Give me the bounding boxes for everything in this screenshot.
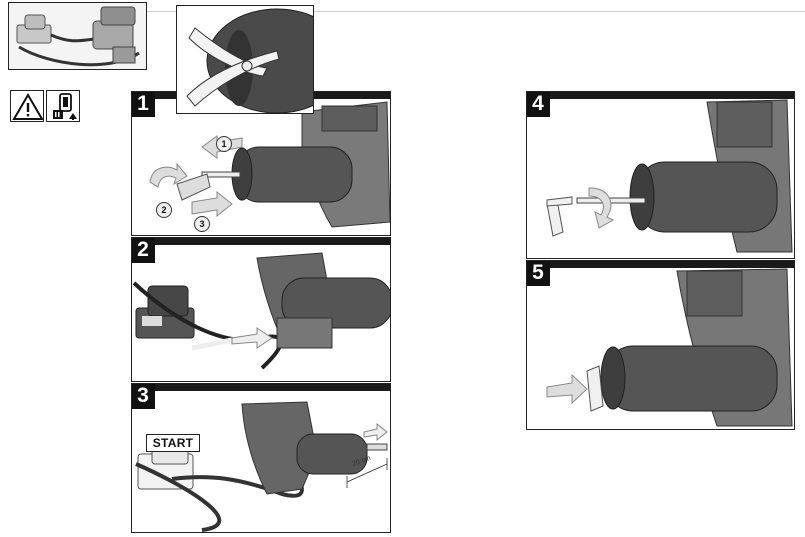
step-panel-5: 5 [526, 260, 795, 430]
step-number-5: 5 [527, 261, 550, 286]
panel-header-bar [527, 261, 794, 268]
step1-illustration [149, 101, 390, 228]
callout-3: 3 [194, 216, 210, 232]
step-panel-2: 2 [131, 237, 391, 382]
panel-header-bar [132, 384, 390, 391]
start-label: START [146, 434, 200, 452]
step1-zoom-illustration [177, 6, 313, 113]
step-number-2: 2 [132, 238, 155, 263]
overview-illustration [9, 3, 146, 69]
step-panel-4: 4 [526, 91, 795, 259]
step3-illustration [135, 401, 388, 532]
step-number-1: 1 [132, 92, 155, 117]
panel-header-bar [132, 238, 390, 245]
step-number-4: 4 [527, 92, 550, 117]
step1-zoom-inset [176, 5, 314, 114]
battery-remove-icon [46, 90, 80, 122]
step5-illustration [546, 268, 793, 427]
callout-1: 1 [216, 136, 232, 152]
panel-header-bar [527, 92, 794, 99]
warning-triangle-icon [10, 90, 44, 122]
overview-thumbnail [8, 2, 147, 70]
callout-2: 2 [156, 202, 172, 218]
step-panel-3: START 20 cm 3 [131, 383, 391, 533]
step2-illustration [132, 252, 390, 370]
step4-illustration [546, 99, 793, 253]
step-number-3: 3 [132, 384, 155, 409]
header-rule [147, 11, 805, 12]
